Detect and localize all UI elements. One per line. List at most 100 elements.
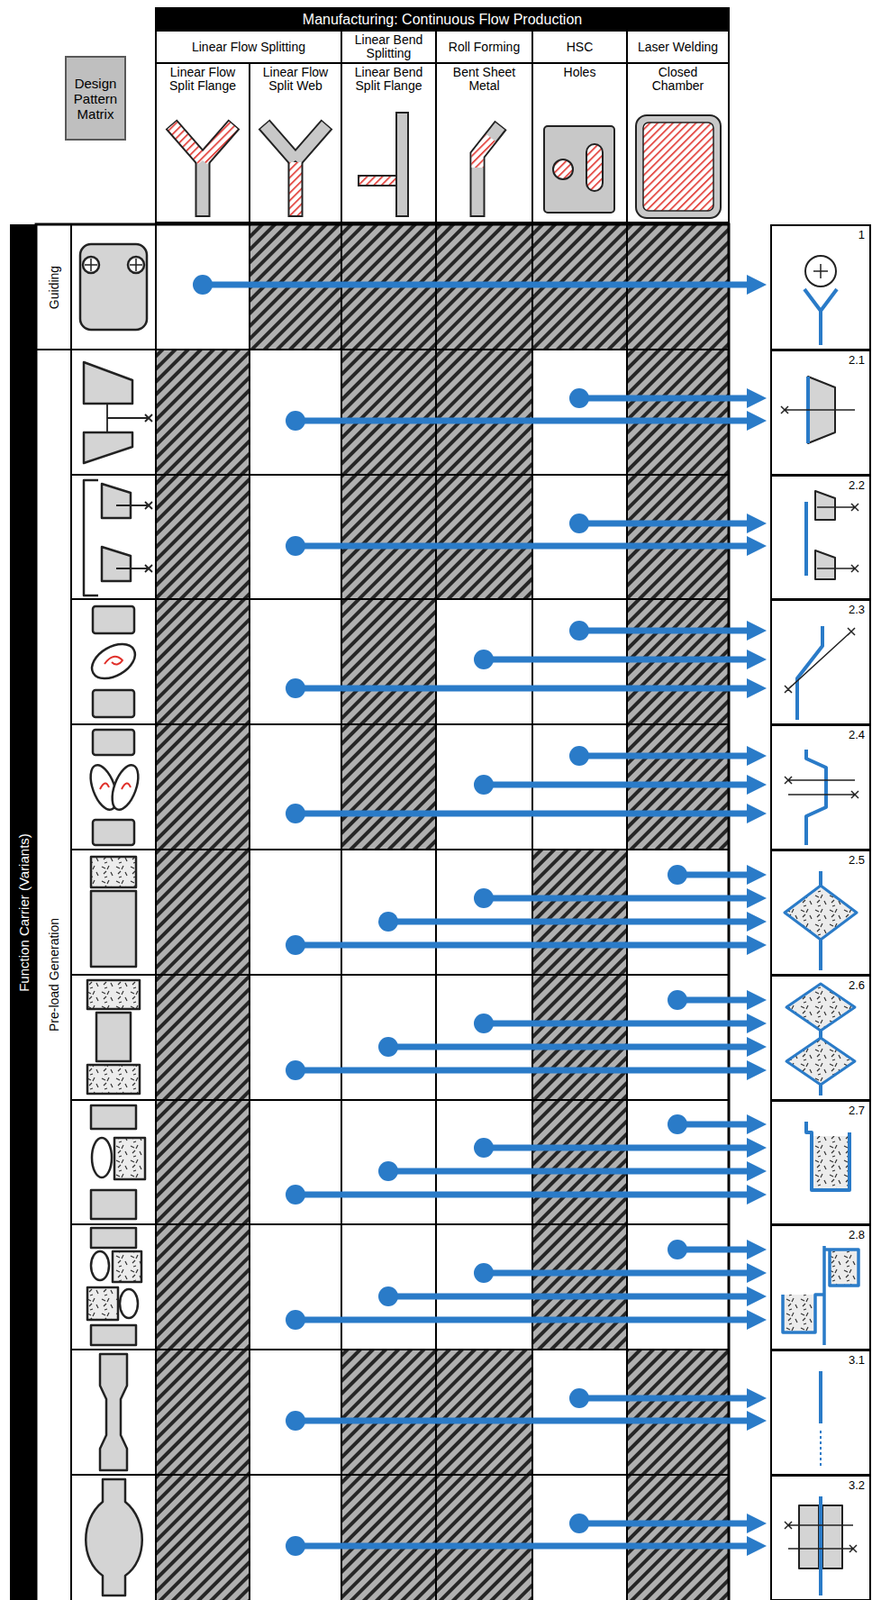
flow-arrow xyxy=(746,513,767,534)
pattern-header: Linear Flow Split Web xyxy=(249,63,342,223)
flow-arrow xyxy=(746,678,767,699)
flow-arrow xyxy=(746,1262,767,1283)
flow-arrow xyxy=(579,520,750,527)
pattern-header: Linear Bend Split Flange xyxy=(341,63,436,223)
flow-arrow xyxy=(378,1286,399,1307)
flow-arrow xyxy=(483,656,750,664)
result-sketches xyxy=(781,255,859,1596)
flow-arrow xyxy=(473,649,494,670)
result-box: 3.2 xyxy=(770,1474,872,1600)
group-label: Linear Flow Splitting xyxy=(191,40,306,55)
flow-arrow xyxy=(483,1270,750,1277)
row-group-label: Function Carrier (Variants) xyxy=(16,833,30,992)
pattern-label: Holes xyxy=(535,65,624,80)
flow-arrow xyxy=(569,388,590,409)
flow-arrow xyxy=(295,810,750,818)
flow-arrow xyxy=(202,281,750,289)
pattern-label: Linear Flow Split Flange xyxy=(159,65,246,93)
result-box: 2.8 xyxy=(770,1224,872,1351)
flow-arrow xyxy=(746,1060,767,1081)
flow-arrow xyxy=(483,1144,750,1152)
flow-arrow xyxy=(295,1191,750,1199)
flow-arrow xyxy=(473,774,494,795)
flow-arrow xyxy=(677,1246,750,1254)
flow-arrow xyxy=(285,803,306,824)
flow-arrow xyxy=(569,620,590,641)
flow-arrow xyxy=(667,864,688,885)
pattern-header: Closed Chamber xyxy=(626,63,729,223)
function-band: Guiding xyxy=(36,224,72,350)
group-label: HSC xyxy=(566,40,594,55)
flow-arrow xyxy=(295,1317,750,1324)
flow-arrow xyxy=(746,935,767,955)
flow-arrow xyxy=(746,774,767,795)
flow-arrow xyxy=(746,1184,767,1205)
flow-arrow xyxy=(388,918,750,926)
flow-arrow xyxy=(746,535,767,556)
process-group-header: Roll Forming xyxy=(436,30,533,64)
pattern-label: Closed Chamber xyxy=(630,65,726,93)
hatched-cells xyxy=(155,224,729,1600)
flow-arrow xyxy=(388,1293,750,1300)
flow-arrow xyxy=(746,888,767,909)
result-box: 2.2 xyxy=(770,474,872,600)
flow-arrow xyxy=(746,1535,767,1556)
group-label: Linear Bend Splitting xyxy=(345,33,433,61)
flow-arrow xyxy=(285,410,306,431)
flow-arrow xyxy=(483,781,750,789)
flow-arrow xyxy=(285,678,306,699)
result-box: 1 xyxy=(770,224,872,351)
pattern-header: Bent Sheet Metal xyxy=(436,63,533,223)
flow-arrow xyxy=(746,745,767,766)
flow-arrow xyxy=(569,1388,590,1408)
flow-arrow xyxy=(295,1417,750,1425)
pattern-header: Linear Flow Split Flange xyxy=(155,63,250,223)
flow-arrow xyxy=(677,997,750,1004)
flow-arrow xyxy=(746,1410,767,1431)
function-band: Pre-load Generation xyxy=(36,349,72,1600)
flow-arrow xyxy=(746,864,767,885)
flow-arrow xyxy=(579,753,750,760)
flow-arrow xyxy=(473,1137,494,1158)
group-label: Laser Welding xyxy=(637,40,718,55)
pattern-label: Linear Flow Split Web xyxy=(253,65,338,93)
flow-arrow xyxy=(388,1168,750,1175)
function-label: Guiding xyxy=(46,264,61,309)
flow-arrow xyxy=(746,1239,767,1260)
process-group-header: Linear Bend Splitting xyxy=(341,30,436,64)
matrix-title-box: Design Pattern Matrix xyxy=(64,55,127,141)
variant-number: 2.1 xyxy=(848,354,865,367)
flow-arrow xyxy=(677,1121,750,1128)
flow-arrow xyxy=(579,627,750,635)
flow-arrow xyxy=(569,1513,590,1534)
flow-arrow xyxy=(285,935,306,955)
variant-number: 2.8 xyxy=(848,1228,865,1242)
row-sketches xyxy=(80,244,153,1596)
flow-arrow xyxy=(746,1137,767,1158)
variant-number: 2.5 xyxy=(848,853,865,867)
flow-arrow xyxy=(746,274,767,295)
flow-arrow xyxy=(473,1013,494,1034)
matrix-title: Design Pattern Matrix xyxy=(70,75,121,122)
flow-arrow xyxy=(746,620,767,641)
flow-arrow xyxy=(746,1309,767,1330)
header-icons xyxy=(171,112,721,218)
flow-arrow xyxy=(746,990,767,1010)
flow-arrow xyxy=(579,1395,750,1402)
flow-arrow xyxy=(285,1060,306,1081)
flow-arrow xyxy=(667,1239,688,1260)
flow-arrow xyxy=(746,1513,767,1534)
result-box: 2.6 xyxy=(770,974,872,1101)
flow-arrow xyxy=(295,685,750,692)
flow-arrow xyxy=(677,872,750,879)
pattern-header: Holes xyxy=(532,63,627,223)
header-title: Manufacturing: Continuous Flow Productio… xyxy=(302,11,582,28)
row-group-bar: Function Carrier (Variants) xyxy=(9,224,37,1600)
flow-arrow xyxy=(746,1036,767,1057)
flow-arrow xyxy=(295,942,750,949)
result-box: 2.7 xyxy=(770,1099,872,1226)
flow-arrow xyxy=(378,1161,399,1181)
result-box: 2.1 xyxy=(770,349,872,476)
flow-arrow xyxy=(569,745,590,766)
